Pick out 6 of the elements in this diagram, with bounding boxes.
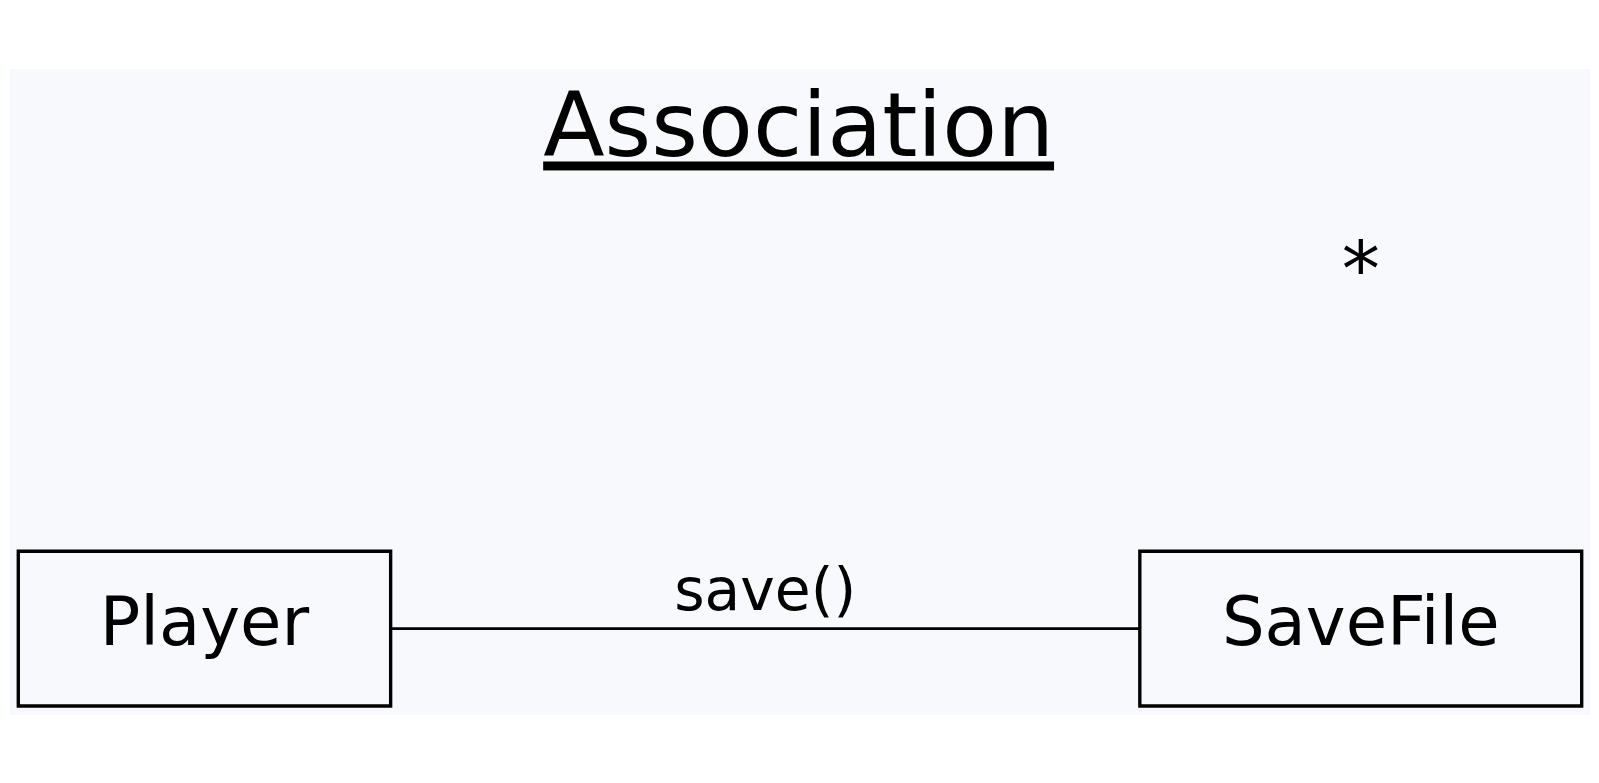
label: * xyxy=(1341,224,1380,314)
diagram-title: Association xyxy=(542,72,1054,177)
edge-label: save() xyxy=(673,555,856,624)
connector xyxy=(390,626,1139,630)
node-box: SaveFile xyxy=(1137,549,1583,708)
node-box: Player xyxy=(16,549,392,708)
